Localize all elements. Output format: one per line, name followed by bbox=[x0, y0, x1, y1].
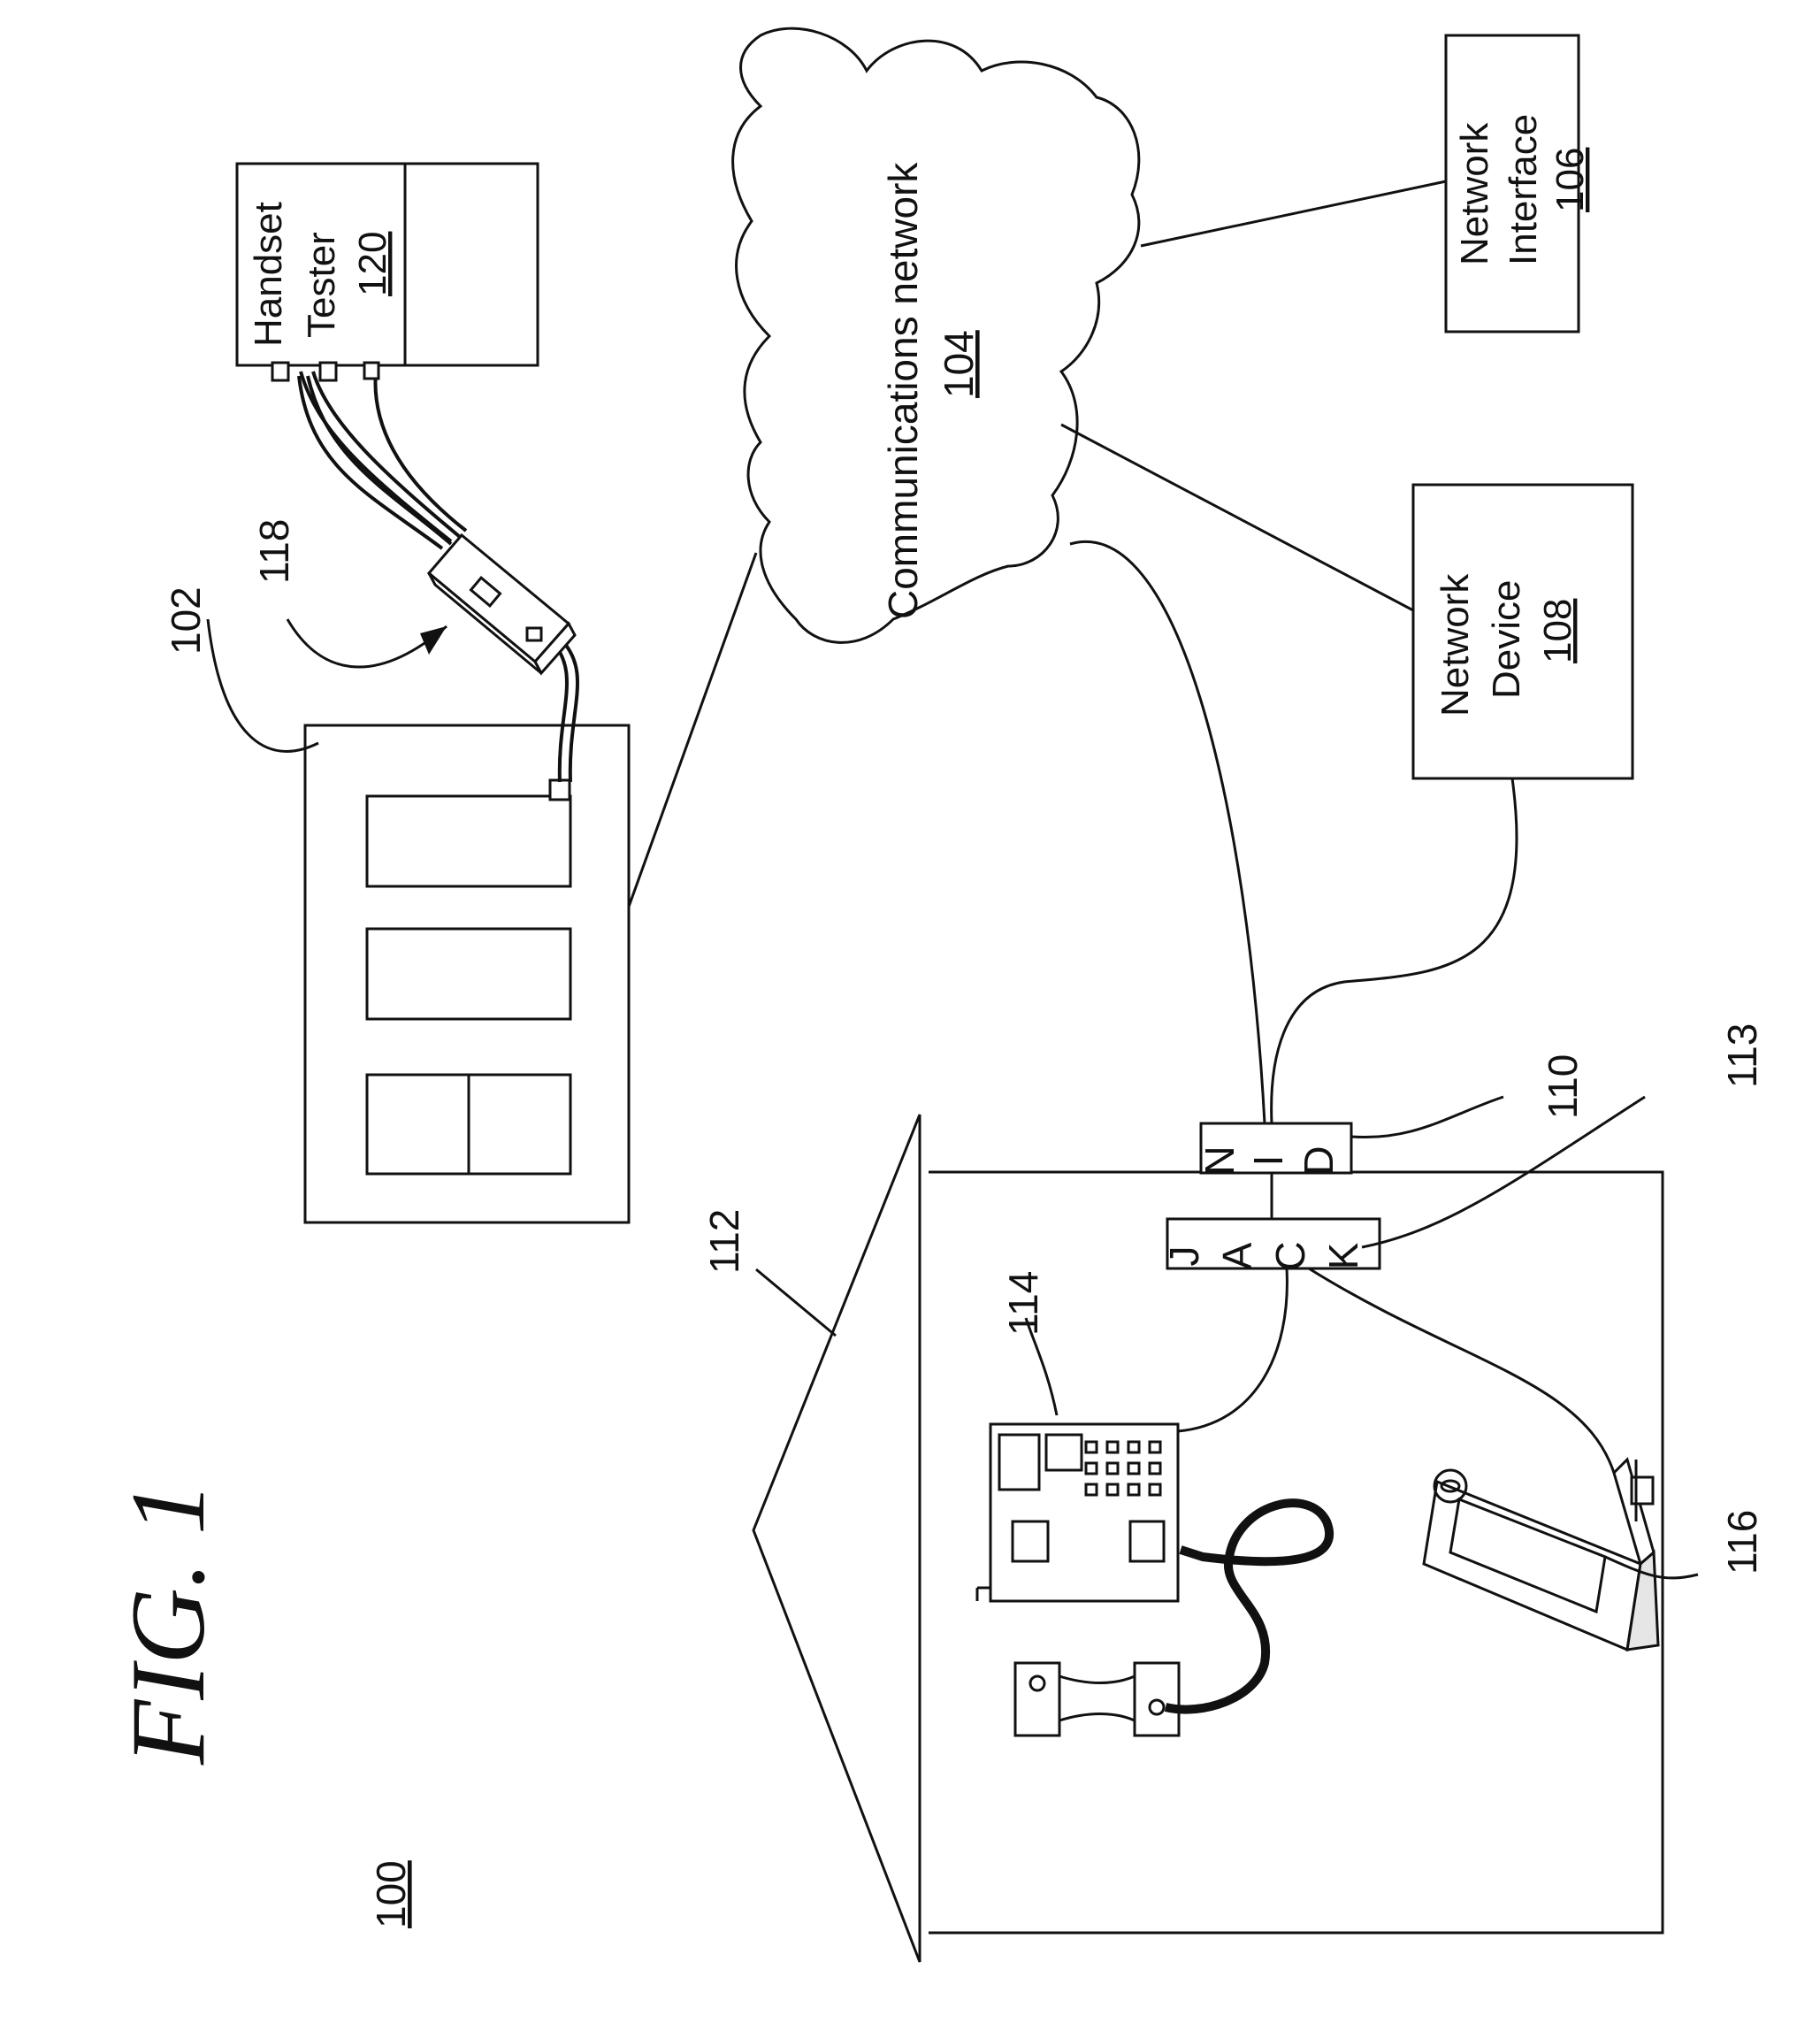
nid: N I D 110 bbox=[1197, 1054, 1586, 1176]
link-network-interface bbox=[1140, 180, 1447, 248]
premises-ref: 112 bbox=[701, 1209, 747, 1274]
test-device-ref: 118 bbox=[251, 519, 297, 584]
keypad bbox=[1084, 1440, 1162, 1497]
network-name: Communications network bbox=[880, 162, 926, 619]
computer: 116 bbox=[1308, 1267, 1765, 1652]
nid-letter-d: D bbox=[1296, 1146, 1342, 1175]
telephone-ref: 114 bbox=[1000, 1271, 1046, 1336]
system-ref: 100 bbox=[368, 1860, 414, 1928]
central-office-ref: 102 bbox=[163, 586, 209, 655]
link-device-nid bbox=[1270, 778, 1518, 1124]
jack-letter-c: C bbox=[1267, 1241, 1313, 1270]
network-device: Network Device 108 bbox=[1411, 483, 1634, 780]
handset-tester-line2: Tester bbox=[300, 232, 343, 338]
handset-tester: Handset Tester 120 bbox=[235, 162, 539, 382]
computer-keyboard bbox=[1625, 1549, 1660, 1651]
link-network-central-office bbox=[627, 552, 758, 908]
nid-ref: 110 bbox=[1540, 1054, 1586, 1119]
central-office: 102 bbox=[163, 586, 631, 1224]
network-device-ref: 108 bbox=[1536, 599, 1579, 663]
figure-label: FIG. 1 bbox=[109, 1482, 226, 1766]
jack: J A C K 113 bbox=[1161, 1023, 1765, 1271]
equipment-rack-1 bbox=[365, 794, 572, 888]
link-network-device bbox=[1060, 423, 1414, 612]
network-device-line1: Network bbox=[1434, 573, 1477, 716]
jack-letter-a: A bbox=[1214, 1242, 1260, 1269]
rack-connector bbox=[548, 778, 571, 801]
network-interface-line2: Interface bbox=[1502, 114, 1545, 265]
handset-tester-line1: Handset bbox=[247, 202, 290, 347]
coiled-cord bbox=[1164, 1498, 1334, 1714]
telephone: 114 bbox=[975, 1271, 1180, 1603]
link-phone-jack bbox=[1177, 1268, 1289, 1433]
equipment-rack-2 bbox=[365, 927, 572, 1021]
handset-tester-ref: 120 bbox=[351, 232, 394, 296]
link-computer-jack bbox=[1308, 1267, 1616, 1474]
jack-letter-k: K bbox=[1320, 1242, 1366, 1269]
test-device: 118 bbox=[251, 519, 577, 676]
handset bbox=[1013, 1498, 1334, 1737]
nid-letter-n: N bbox=[1197, 1146, 1243, 1175]
network-device-line2: Device bbox=[1485, 580, 1528, 700]
network-interface-line1: Network bbox=[1453, 122, 1496, 265]
network-ref: 104 bbox=[936, 330, 982, 398]
network-interface-ref: 106 bbox=[1549, 148, 1592, 212]
computer-ref: 116 bbox=[1719, 1510, 1765, 1575]
communications-network: Communications network 104 bbox=[731, 27, 1141, 644]
link-network-nid bbox=[1069, 540, 1266, 1124]
jack-ref: 113 bbox=[1719, 1023, 1765, 1088]
network-interface: Network Interface 106 bbox=[1444, 34, 1592, 333]
jack-letter-j: J bbox=[1161, 1246, 1207, 1267]
nid-letter-i: I bbox=[1245, 1155, 1291, 1167]
